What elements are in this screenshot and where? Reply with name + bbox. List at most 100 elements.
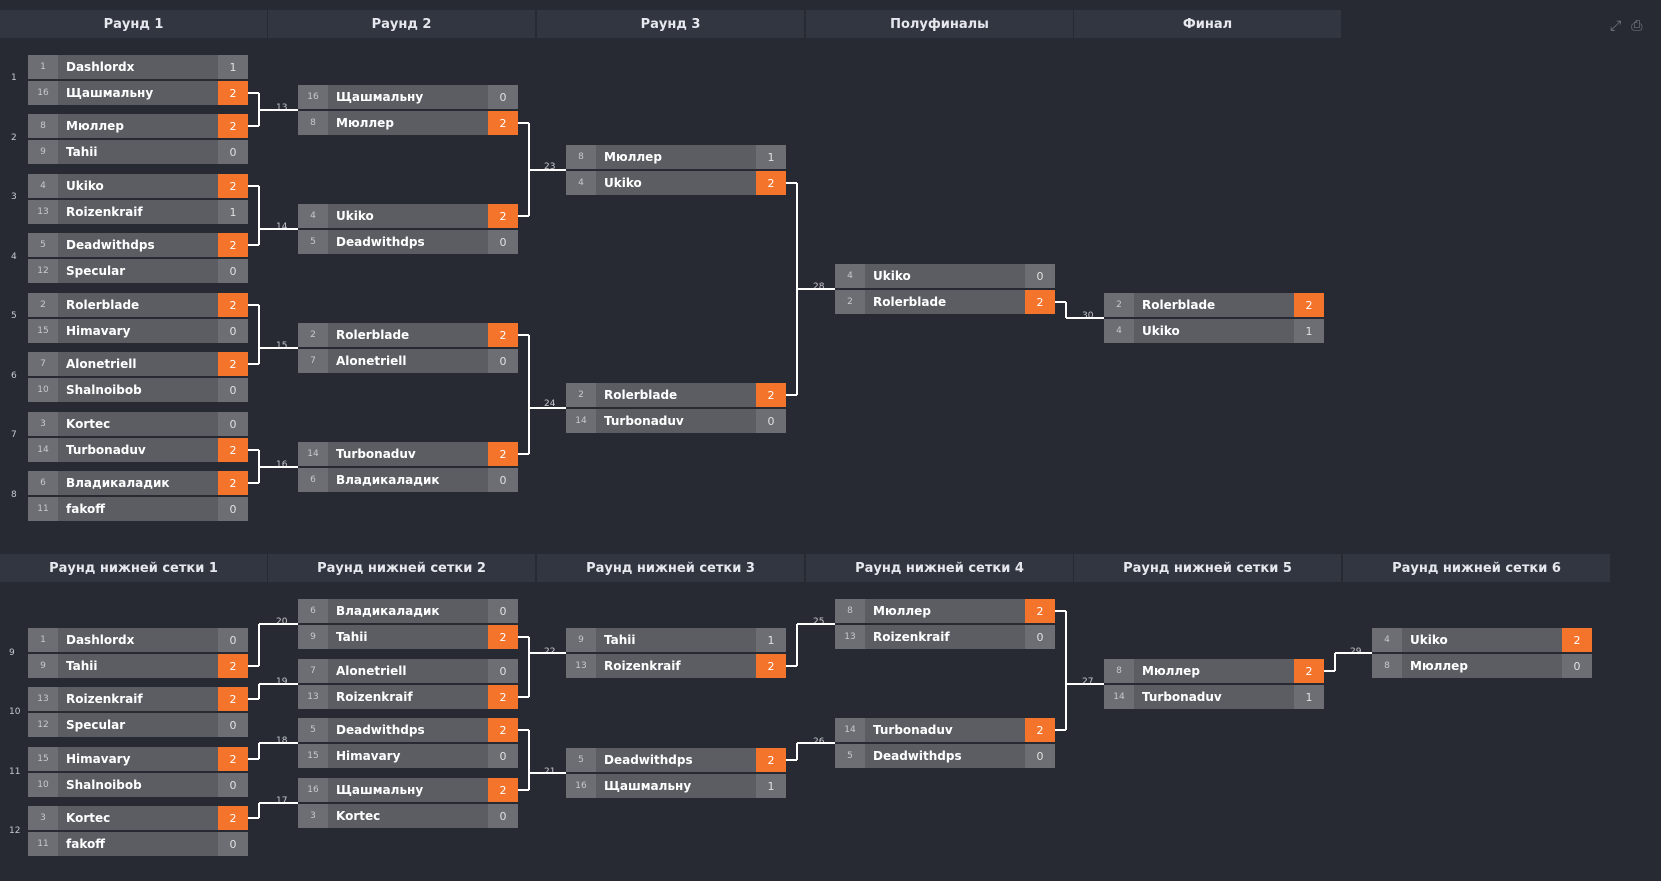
player-name[interactable]: Ukiko: [873, 269, 911, 283]
player-name[interactable]: Владикаладик: [336, 473, 440, 487]
player-name[interactable]: Alonetriell: [336, 354, 407, 368]
player-name[interactable]: Щашмальну: [336, 783, 424, 797]
player-name[interactable]: Ukiko: [1410, 633, 1448, 647]
player-name[interactable]: fakoff: [66, 837, 105, 851]
player-name[interactable]: Turbonaduv: [604, 414, 684, 428]
player-name[interactable]: Мюллер: [1410, 659, 1468, 673]
player-name[interactable]: Dashlordx: [66, 60, 135, 74]
player-name[interactable]: Specular: [66, 264, 126, 278]
player-name[interactable]: Щашмальну: [66, 86, 154, 100]
player-name[interactable]: Tahii: [604, 633, 636, 647]
player-name[interactable]: Roizenkraif: [873, 630, 950, 644]
player-name[interactable]: Мюллер: [604, 150, 662, 164]
player-name[interactable]: Himavary: [66, 752, 131, 766]
expand-icon[interactable]: ⤢: [1610, 18, 1622, 34]
player-name[interactable]: Владикаладик: [336, 604, 440, 618]
player-name[interactable]: Ukiko: [66, 179, 104, 193]
player-name[interactable]: Kortec: [66, 417, 111, 431]
player-name[interactable]: Himavary: [66, 324, 131, 338]
player-name[interactable]: Specular: [66, 718, 126, 732]
player-name[interactable]: Deadwithdps: [336, 723, 425, 737]
player-name[interactable]: Deadwithdps: [66, 238, 155, 252]
player-name[interactable]: Ukiko: [604, 176, 642, 190]
player-name[interactable]: Владикаладик: [66, 476, 170, 490]
player-name[interactable]: Deadwithdps: [873, 749, 962, 763]
player-name[interactable]: Roizenkraif: [66, 205, 143, 219]
player-name[interactable]: Deadwithdps: [336, 235, 425, 249]
player-name[interactable]: Alonetriell: [336, 664, 407, 678]
player-name[interactable]: Turbonaduv: [873, 723, 953, 737]
player-name[interactable]: Himavary: [336, 749, 401, 763]
player-name[interactable]: Tahii: [66, 659, 98, 673]
player-name[interactable]: Мюллер: [336, 116, 394, 130]
player-name[interactable]: Kortec: [66, 811, 111, 825]
player-name[interactable]: Deadwithdps: [604, 753, 693, 767]
player-name[interactable]: Rolerblade: [336, 328, 410, 342]
player-name[interactable]: Щашмальну: [336, 90, 424, 104]
player-name[interactable]: Rolerblade: [1142, 298, 1216, 312]
